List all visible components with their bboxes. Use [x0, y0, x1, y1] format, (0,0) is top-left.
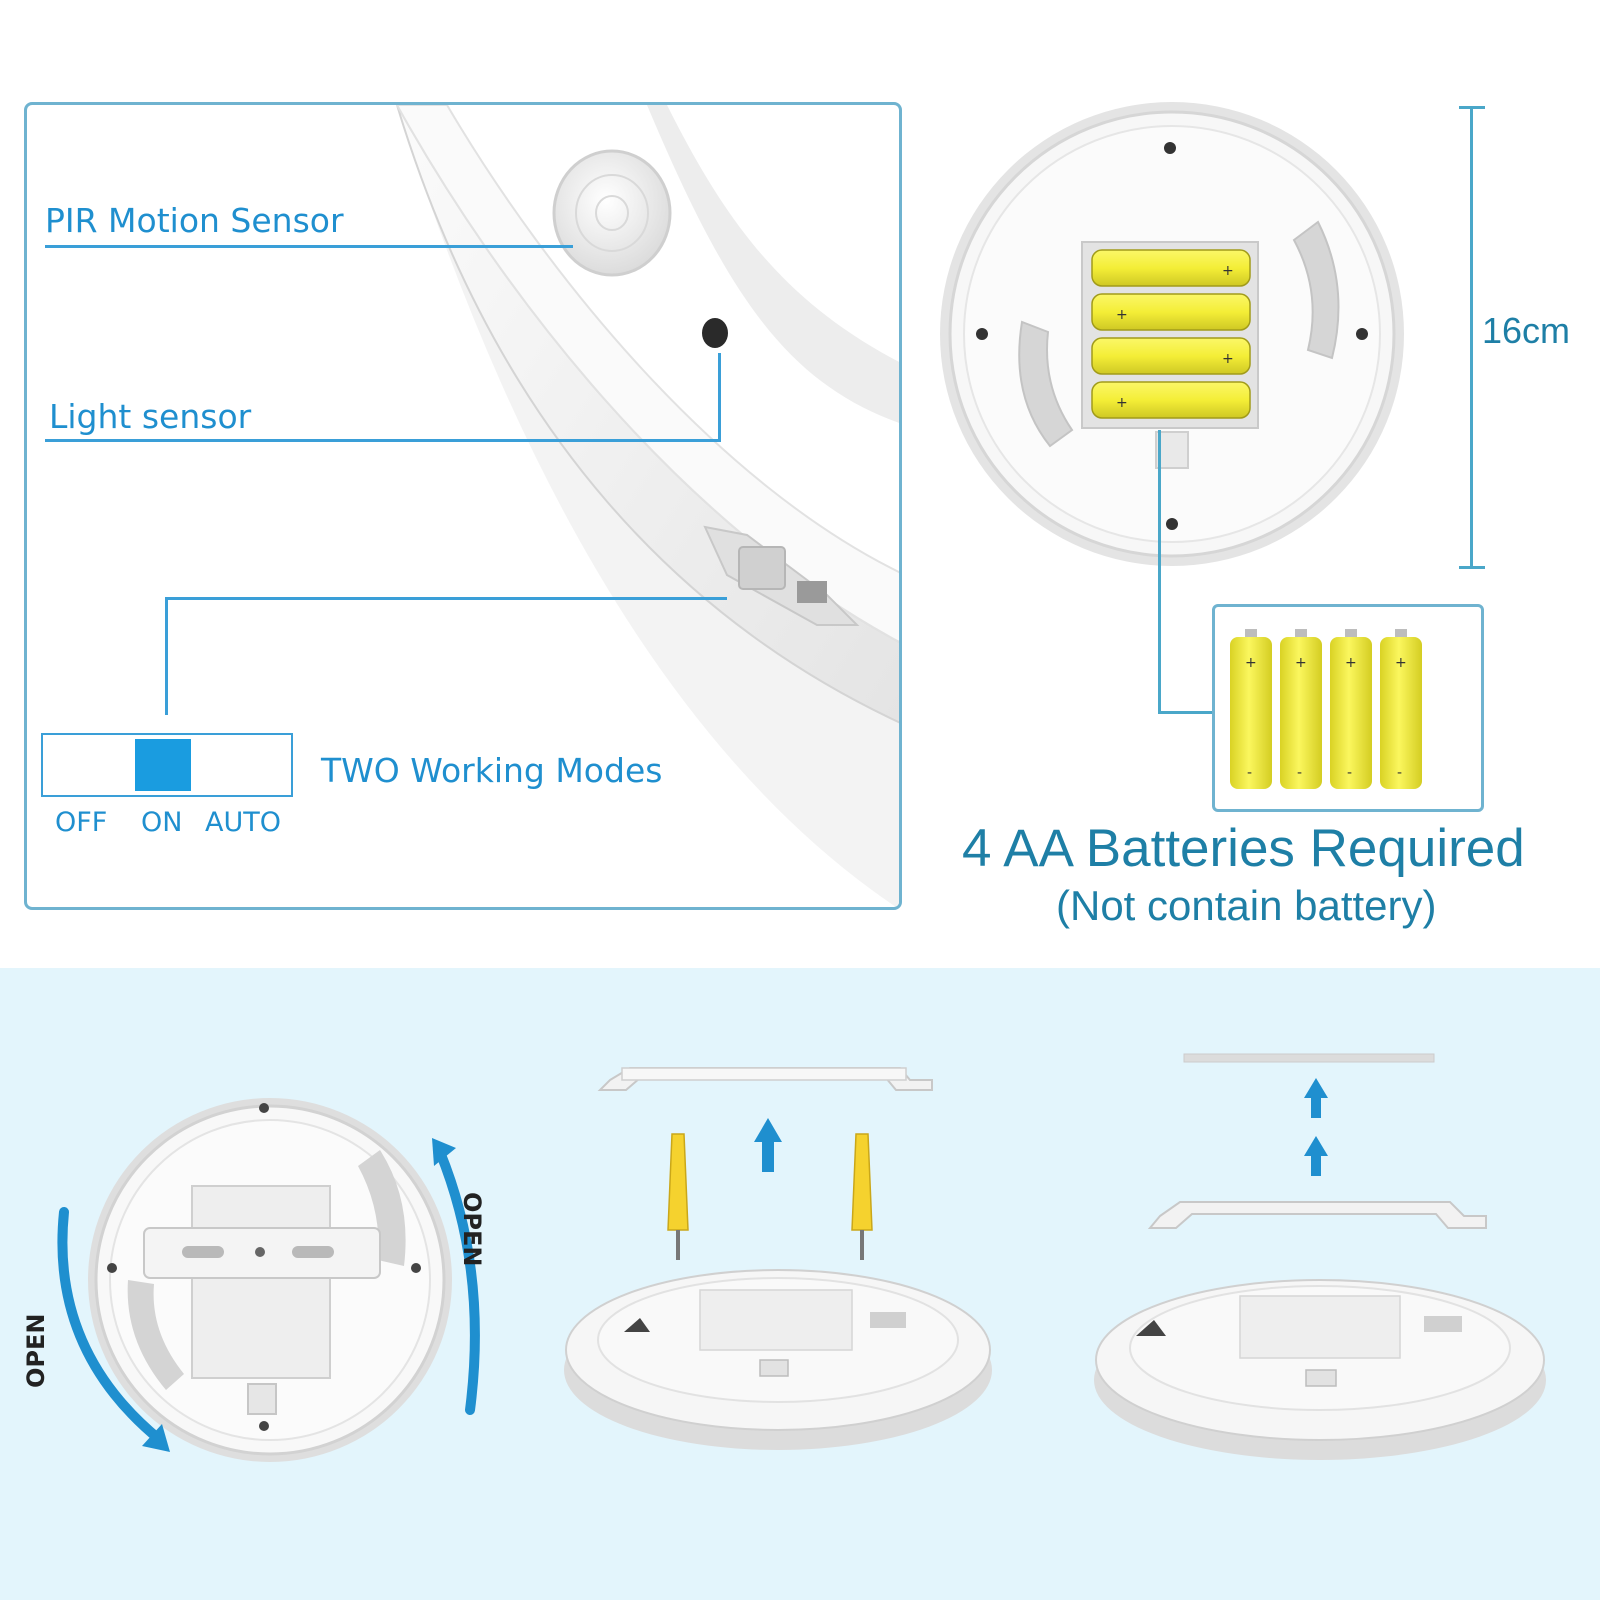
screw-left — [976, 328, 988, 340]
svg-text:+: + — [1395, 655, 1407, 671]
svg-text:+: + — [1345, 655, 1357, 671]
svg-text:+: + — [1116, 307, 1128, 323]
aa-batteries-icon: + - + - + - + - — [1230, 629, 1422, 789]
sensor-feature-panel: PIR Motion Sensor Light sensor OFF ON AU… — [24, 102, 902, 910]
open-label-right: OPEN — [458, 1192, 486, 1267]
up-arrow-lower — [1304, 1136, 1328, 1176]
rotate-arrow-left — [57, 1207, 165, 1445]
light-sensor-label: Light sensor — [49, 397, 252, 436]
mount-bracket-screws-illustration — [564, 1067, 992, 1450]
svg-text:+: + — [1222, 263, 1234, 279]
two-working-modes-label: TWO Working Modes — [321, 751, 663, 790]
svg-text:+: + — [1245, 655, 1257, 671]
open-label-left: OPEN — [22, 1313, 50, 1388]
battery-connector-v — [1158, 430, 1161, 714]
svg-text:-: - — [1247, 765, 1252, 781]
screw-right — [1356, 328, 1368, 340]
ceiling-surface — [1183, 1053, 1435, 1063]
wall-anchor-right — [851, 1133, 873, 1260]
light-callout-line-h — [45, 439, 721, 442]
mode-switch — [738, 546, 786, 590]
dimension-line — [1470, 106, 1473, 568]
battery-compartment-illustration: + + + + — [940, 102, 1404, 566]
loose-batteries-box: + - + - + - + - — [1212, 604, 1484, 812]
light-callout-line-v — [718, 353, 721, 442]
svg-text:+: + — [1222, 351, 1234, 367]
screw-top — [1164, 142, 1176, 154]
svg-text:-: - — [1297, 765, 1302, 781]
switch-callout-line-h — [165, 597, 727, 600]
ceiling-bracket — [1147, 1201, 1487, 1229]
pir-motion-sensor-label: PIR Motion Sensor — [45, 201, 344, 240]
pir-callout-line — [45, 245, 573, 248]
light-sensor-hole — [702, 318, 728, 348]
switch-position-off: OFF — [55, 807, 108, 838]
ceiling-mount-illustration — [1094, 1053, 1546, 1460]
wall-anchor-left — [667, 1133, 689, 1260]
lamp-edge-illustration — [395, 105, 899, 907]
screw-bottom — [1166, 518, 1178, 530]
svg-text:+: + — [1295, 655, 1307, 671]
dimension-label: 16cm — [1482, 310, 1571, 351]
dimension-cap-top — [1459, 106, 1485, 109]
svg-text:-: - — [1397, 765, 1402, 781]
svg-text:+: + — [1116, 395, 1128, 411]
mode-switch-diagram — [41, 733, 293, 797]
rotate-arrow-right — [435, 1147, 480, 1415]
battery-connector-h — [1158, 711, 1214, 714]
pir-sensor-dome — [552, 149, 672, 277]
up-arrow — [754, 1118, 782, 1172]
up-arrow-upper — [1304, 1078, 1328, 1118]
installed-batteries: + + + + — [1091, 249, 1251, 419]
switch-position-auto: AUTO — [205, 807, 281, 838]
batteries-not-included-note: (Not contain battery) — [1056, 882, 1437, 929]
rotate-open-illustration — [57, 1098, 480, 1462]
svg-text:-: - — [1347, 765, 1352, 781]
switch-slider-knob — [135, 739, 191, 791]
switch-position-on: ON — [141, 807, 183, 838]
batteries-required-title: 4 AA Batteries Required — [962, 819, 1525, 878]
dimension-cap-bottom — [1459, 566, 1485, 569]
switch-callout-line-v — [165, 597, 168, 715]
